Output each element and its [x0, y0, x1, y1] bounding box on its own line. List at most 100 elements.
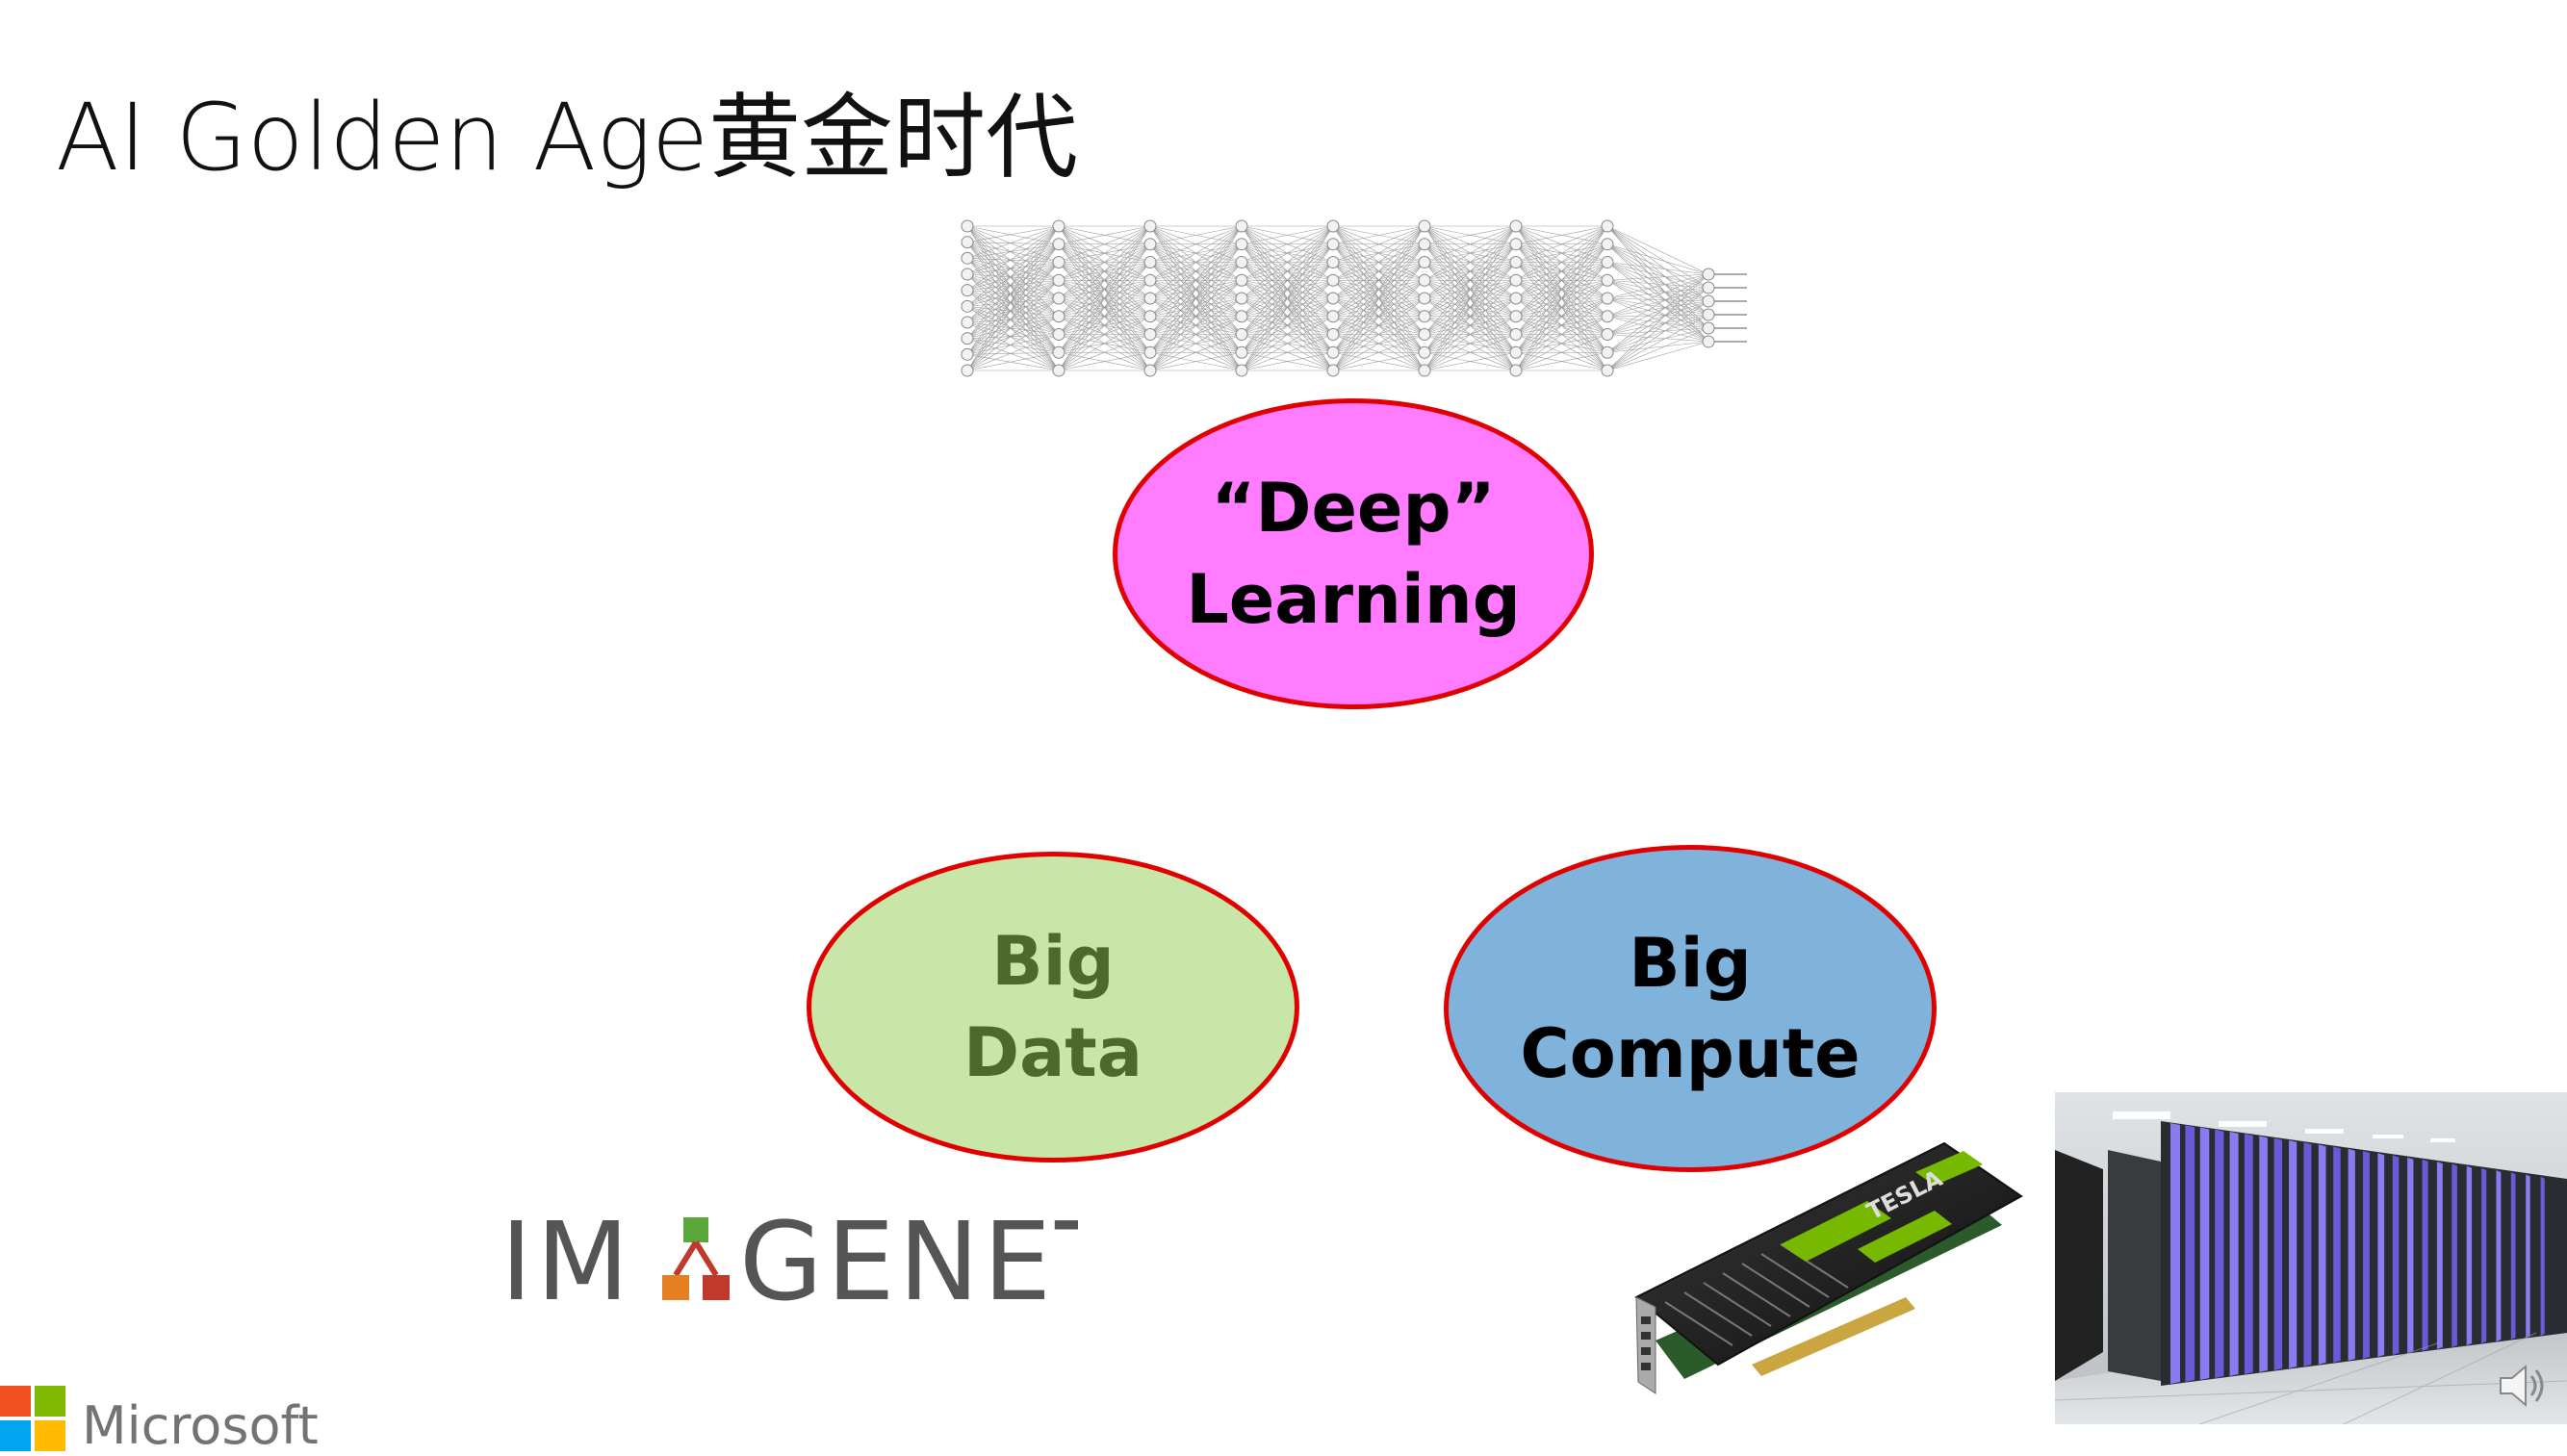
nn-node: [1052, 256, 1065, 268]
nn-node: [1509, 310, 1523, 323]
nn-node: [1052, 345, 1065, 359]
rack-panel: [2436, 1162, 2443, 1349]
nn-node: [1509, 256, 1523, 268]
nn-node: [1143, 364, 1157, 377]
nn-node: [1235, 310, 1248, 323]
nn-node: [1052, 238, 1065, 251]
neural-network-diagram: [961, 219, 1747, 377]
rack-panel: [2540, 1176, 2545, 1336]
rack-panel: [2199, 1127, 2210, 1380]
nn-node: [961, 284, 974, 297]
nn-connections: [966, 225, 1709, 371]
rack-panel: [2244, 1134, 2253, 1374]
nn-node: [1235, 238, 1248, 251]
nn-node: [1601, 310, 1614, 323]
nn-node: [1601, 238, 1614, 251]
nn-node: [1235, 273, 1248, 287]
nn-node: [1601, 292, 1614, 305]
nn-node: [1143, 310, 1157, 323]
nn-node: [961, 364, 974, 377]
nn-node: [1326, 345, 1340, 359]
nn-node: [961, 268, 974, 281]
nn-node: [1418, 256, 1431, 268]
nn-node: [1601, 328, 1614, 341]
speaker-icon[interactable]: [2493, 1357, 2551, 1415]
nn-node: [1601, 345, 1614, 359]
nn-node: [961, 251, 974, 265]
rack-panel: [2273, 1137, 2283, 1370]
nn-node: [1326, 256, 1340, 268]
nn-node: [1235, 219, 1248, 233]
big-data-oval: Big Data: [807, 852, 1299, 1162]
rack-panel: [2496, 1170, 2502, 1341]
nn-node: [1052, 292, 1065, 305]
nn-node: [1052, 364, 1065, 377]
rack-panel: [2259, 1136, 2268, 1372]
nn-node: [1702, 335, 1715, 348]
deep-learning-line1: “Deep”: [1211, 469, 1496, 548]
nn-node: [1143, 256, 1157, 268]
rack-panel: [2215, 1129, 2224, 1378]
slide-title: AI Golden Age黄金时代: [56, 84, 1078, 192]
deep-learning-oval: “Deep” Learning: [1113, 398, 1594, 709]
rack-panel: [2422, 1159, 2428, 1351]
nn-node: [1509, 328, 1523, 341]
nn-node: [1509, 292, 1523, 305]
nn-node: [961, 236, 974, 249]
nn-node: [1418, 238, 1431, 251]
nn-node: [1418, 273, 1431, 287]
nn-node: [1143, 219, 1157, 233]
nn-node: [1509, 273, 1523, 287]
nn-node: [961, 316, 974, 329]
server-room-image: [2055, 1092, 2567, 1424]
nn-node: [1509, 219, 1523, 233]
nn-node: [1418, 345, 1431, 359]
nn-node: [1418, 292, 1431, 305]
nn-node: [1326, 238, 1340, 251]
nn-node: [1235, 328, 1248, 341]
rack-panel: [2481, 1167, 2487, 1343]
rack-panel: [2377, 1153, 2385, 1357]
nn-node: [1418, 310, 1431, 323]
nn-node: [1235, 364, 1248, 377]
nn-node: [961, 347, 974, 361]
nn-node: [1418, 328, 1431, 341]
deep-learning-line2: Learning: [1186, 559, 1521, 639]
nn-node: [1601, 256, 1614, 268]
nn-node: [1143, 345, 1157, 359]
nn-node: [961, 299, 974, 313]
rack-panel: [2363, 1151, 2370, 1359]
big-compute-line2: Compute: [1520, 1014, 1861, 1093]
nn-node: [1702, 321, 1715, 335]
nn-node: [1509, 345, 1523, 359]
nn-node: [1235, 345, 1248, 359]
big-compute-line1: Big: [1629, 923, 1752, 1003]
gpu-card-image: TESLA: [1634, 1141, 2023, 1394]
nn-node: [1052, 219, 1065, 233]
nn-node: [961, 219, 974, 233]
svg-text:IM: IM: [501, 1208, 633, 1314]
nn-node: [1052, 328, 1065, 341]
nn-node: [1702, 308, 1715, 321]
nn-node: [961, 332, 974, 345]
nn-node: [1601, 364, 1614, 377]
rack-panel: [2229, 1131, 2239, 1376]
rack-panel: [2392, 1155, 2400, 1355]
nn-node: [1235, 292, 1248, 305]
nn-node: [1702, 294, 1715, 308]
big-compute-oval: Big Compute: [1444, 845, 1937, 1172]
nn-node: [1326, 219, 1340, 233]
nn-node: [1326, 310, 1340, 323]
microsoft-wordmark: Microsoft: [82, 1395, 319, 1456]
nn-node: [1143, 292, 1157, 305]
nn-node: [1702, 281, 1715, 294]
nn-node: [1418, 219, 1431, 233]
big-data-line2: Data: [963, 1012, 1143, 1092]
nn-node: [1702, 268, 1715, 281]
rack-panel: [2451, 1163, 2457, 1347]
nn-node: [1052, 310, 1065, 323]
big-data-line1: Big: [991, 922, 1115, 1001]
nn-node: [1052, 273, 1065, 287]
